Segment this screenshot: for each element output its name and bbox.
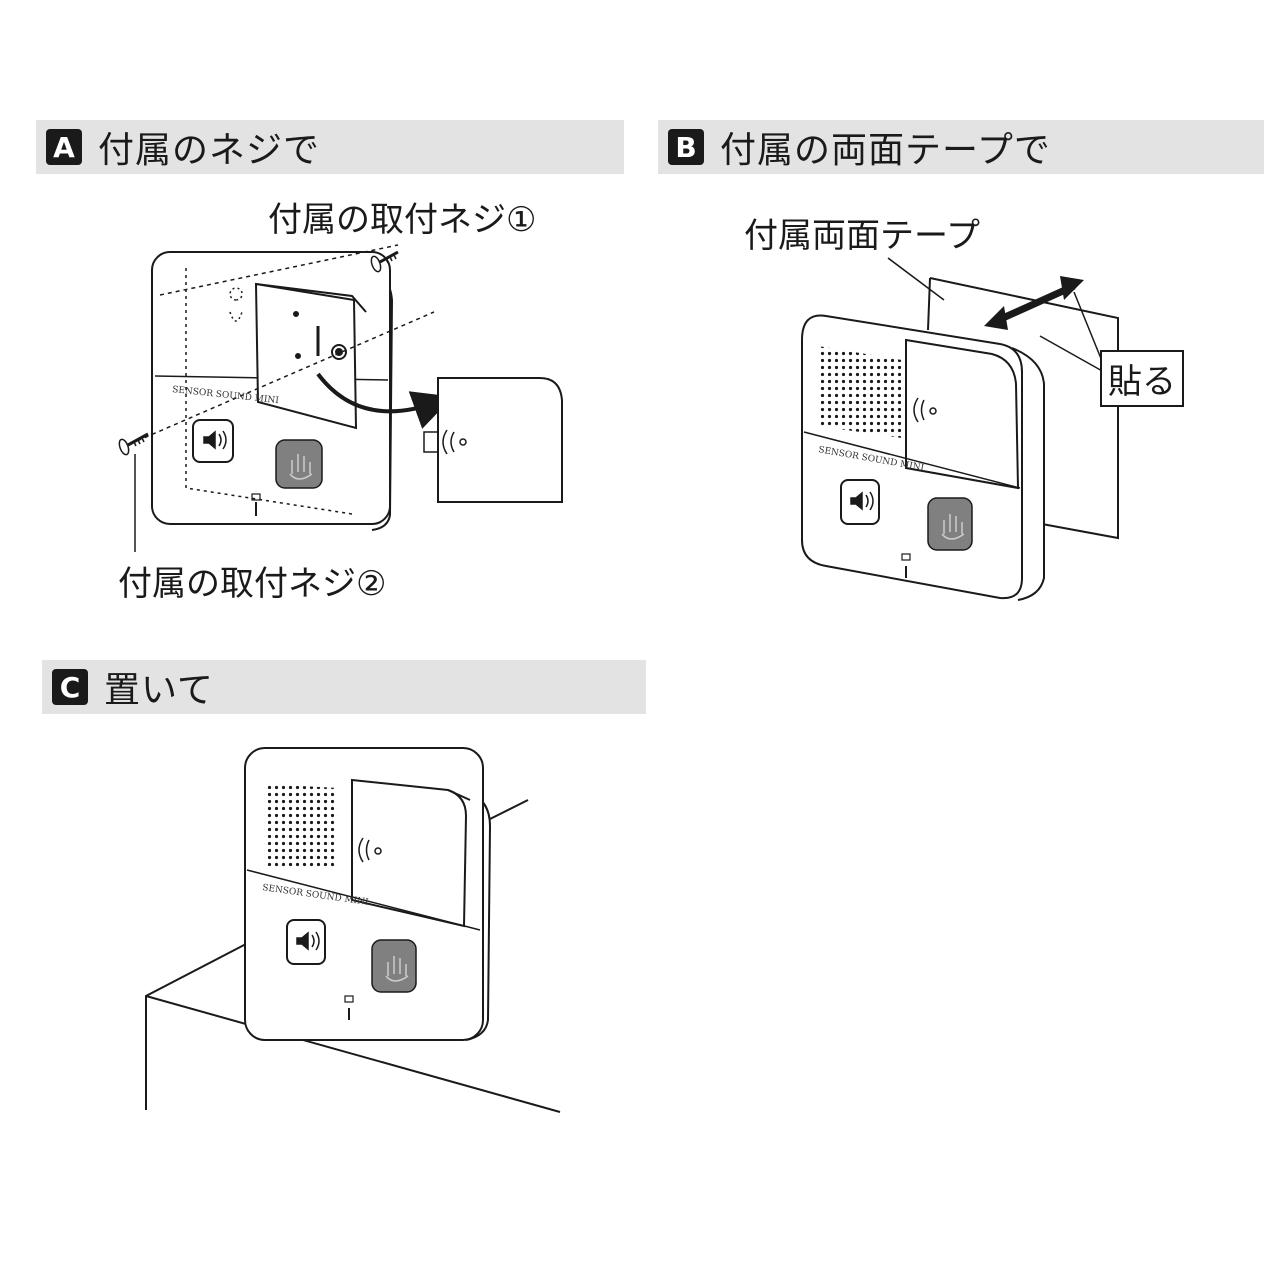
- section-a-header: A 付属のネジで: [36, 120, 624, 174]
- section-b-illustration: [801, 257, 1119, 601]
- section-a-illustration: [129, 244, 563, 552]
- section-b-title: 付属の両面テープで: [720, 130, 1051, 171]
- sensor-wave-icon: [358, 837, 382, 863]
- screw-icon: [370, 250, 399, 273]
- section-c-title: 置いて: [104, 670, 214, 711]
- speaker-button-icon: [850, 491, 874, 511]
- section-a-title: 付属のネジで: [98, 130, 321, 171]
- section-c-illustration: [145, 747, 561, 1113]
- section-b-header: B 付属の両面テープで: [658, 120, 1264, 174]
- speaker-button-icon: [203, 430, 227, 450]
- section-c-header: C 置いて: [42, 660, 646, 714]
- stick-label: 貼る: [1100, 350, 1184, 407]
- screw-2-label: 付属の取付ネジ②: [118, 564, 387, 604]
- hand-button-icon: [941, 514, 965, 540]
- hand-button-icon: [289, 454, 313, 480]
- hand-button-icon: [385, 956, 409, 982]
- speaker-button-icon: [296, 931, 320, 951]
- tape-label: 付属両面テープ: [744, 216, 980, 256]
- screw-1-label: 付属の取付ネジ①: [268, 200, 537, 240]
- sensor-wave-icon: [913, 397, 937, 423]
- section-c-badge: C: [52, 669, 88, 705]
- section-a-badge: A: [46, 129, 82, 165]
- screw-icon: [118, 432, 149, 456]
- section-b-badge: B: [668, 129, 704, 165]
- double-arrow-icon: [984, 276, 1084, 330]
